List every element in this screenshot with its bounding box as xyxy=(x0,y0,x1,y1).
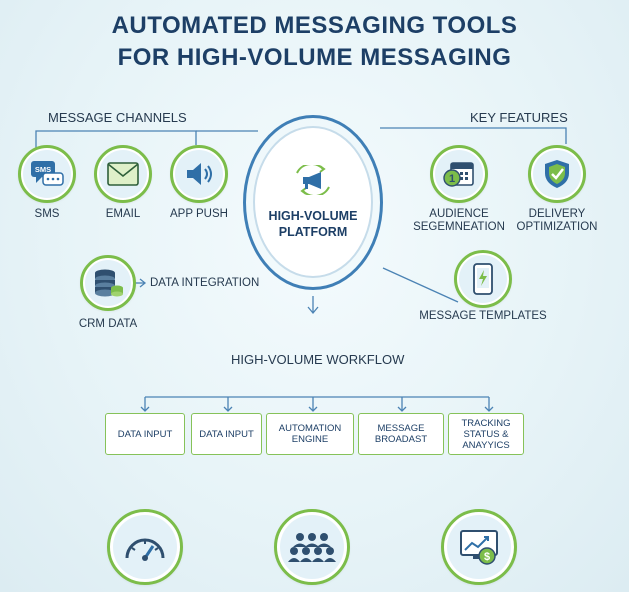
audience-label-line-2: SEGEMNEATION xyxy=(413,221,505,233)
envelope-icon xyxy=(99,150,147,198)
crm-data-label: CRM DATA xyxy=(78,318,138,330)
hub-outer-ring xyxy=(243,115,383,290)
analytics-dollar-icon: $ xyxy=(447,515,511,579)
analytics-node: $ xyxy=(441,509,517,585)
mobile-phone-icon xyxy=(459,255,507,303)
message-templates-label: MESSAGE TEMPLATES xyxy=(419,310,547,322)
workflow-heading: HIGH-VOLUME WORKFLOW xyxy=(231,352,405,367)
speedometer-icon xyxy=(113,515,177,579)
delivery-label-line-1: DELIVERY xyxy=(528,208,586,220)
hub-title-line-1: HIGH-VOLUME xyxy=(268,208,358,223)
svg-text:$: $ xyxy=(484,551,490,563)
workflow-step-label-line-1: TRACKING xyxy=(461,417,511,429)
crm-data-node xyxy=(80,255,136,311)
shield-check-icon xyxy=(533,150,581,198)
workflow-step-label-line-3: ANAYYICS xyxy=(462,439,510,451)
message-channels-heading: MESSAGE CHANNELS xyxy=(48,110,187,125)
workflow-step-automation-engine: AUTOMATION ENGINE xyxy=(266,413,354,455)
sms-icon: SMS xyxy=(23,150,71,198)
workflow-step-label-line-2: STATUS & xyxy=(463,428,509,440)
workflow-step-label: MESSAGE BROADAST xyxy=(374,423,428,445)
sms-node: SMS xyxy=(18,145,76,203)
audience-segmentation-node: 1 xyxy=(430,145,488,203)
email-node xyxy=(94,145,152,203)
sms-icon-text: SMS xyxy=(35,165,51,174)
workflow-step-tracking: TRACKING STATUS & ANAYYICS xyxy=(448,413,524,455)
key-features-heading: KEY FEATURES xyxy=(470,110,568,125)
sms-label: SMS xyxy=(34,208,60,220)
hub-title-line-2: PLATFORM xyxy=(278,224,348,239)
workflow-step-label: AUTOMATION ENGINE xyxy=(278,423,342,445)
workflow-step-data-input-2: DATA INPUT xyxy=(191,413,262,455)
page-title-line-2: FOR HIGH-VOLUME MESSAGING xyxy=(117,44,512,71)
workflow-step-label: DATA INPUT xyxy=(199,428,254,440)
app-push-node xyxy=(170,145,228,203)
speedometer-node xyxy=(107,509,183,585)
workflow-step-label: DATA INPUT xyxy=(117,428,173,440)
speaker-icon xyxy=(175,150,223,198)
people-group-node xyxy=(274,509,350,585)
database-icon xyxy=(85,260,131,306)
message-templates-node xyxy=(454,250,512,308)
people-group-icon xyxy=(280,515,344,579)
app-push-label: APP PUSH xyxy=(170,208,228,220)
delivery-label-line-2: OPTIMIZATION xyxy=(516,221,598,233)
workflow-step-data-input-1: DATA INPUT xyxy=(105,413,185,455)
megaphone-icon xyxy=(291,162,335,200)
delivery-optimization-node xyxy=(528,145,586,203)
svg-text:1: 1 xyxy=(449,173,455,185)
email-label: EMAIL xyxy=(105,208,141,220)
data-integration-label: DATA INTEGRATION xyxy=(150,277,260,289)
high-volume-platform-hub: HIGH-VOLUME PLATFORM xyxy=(253,126,373,278)
audience-label-line-1: AUDIENCE xyxy=(429,208,489,220)
page-title-line-1: AUTOMATED MESSAGING TOOLS xyxy=(111,12,518,39)
calendar-icon: 1 xyxy=(435,150,483,198)
workflow-step-message-broadcast: MESSAGE BROADAST xyxy=(358,413,444,455)
